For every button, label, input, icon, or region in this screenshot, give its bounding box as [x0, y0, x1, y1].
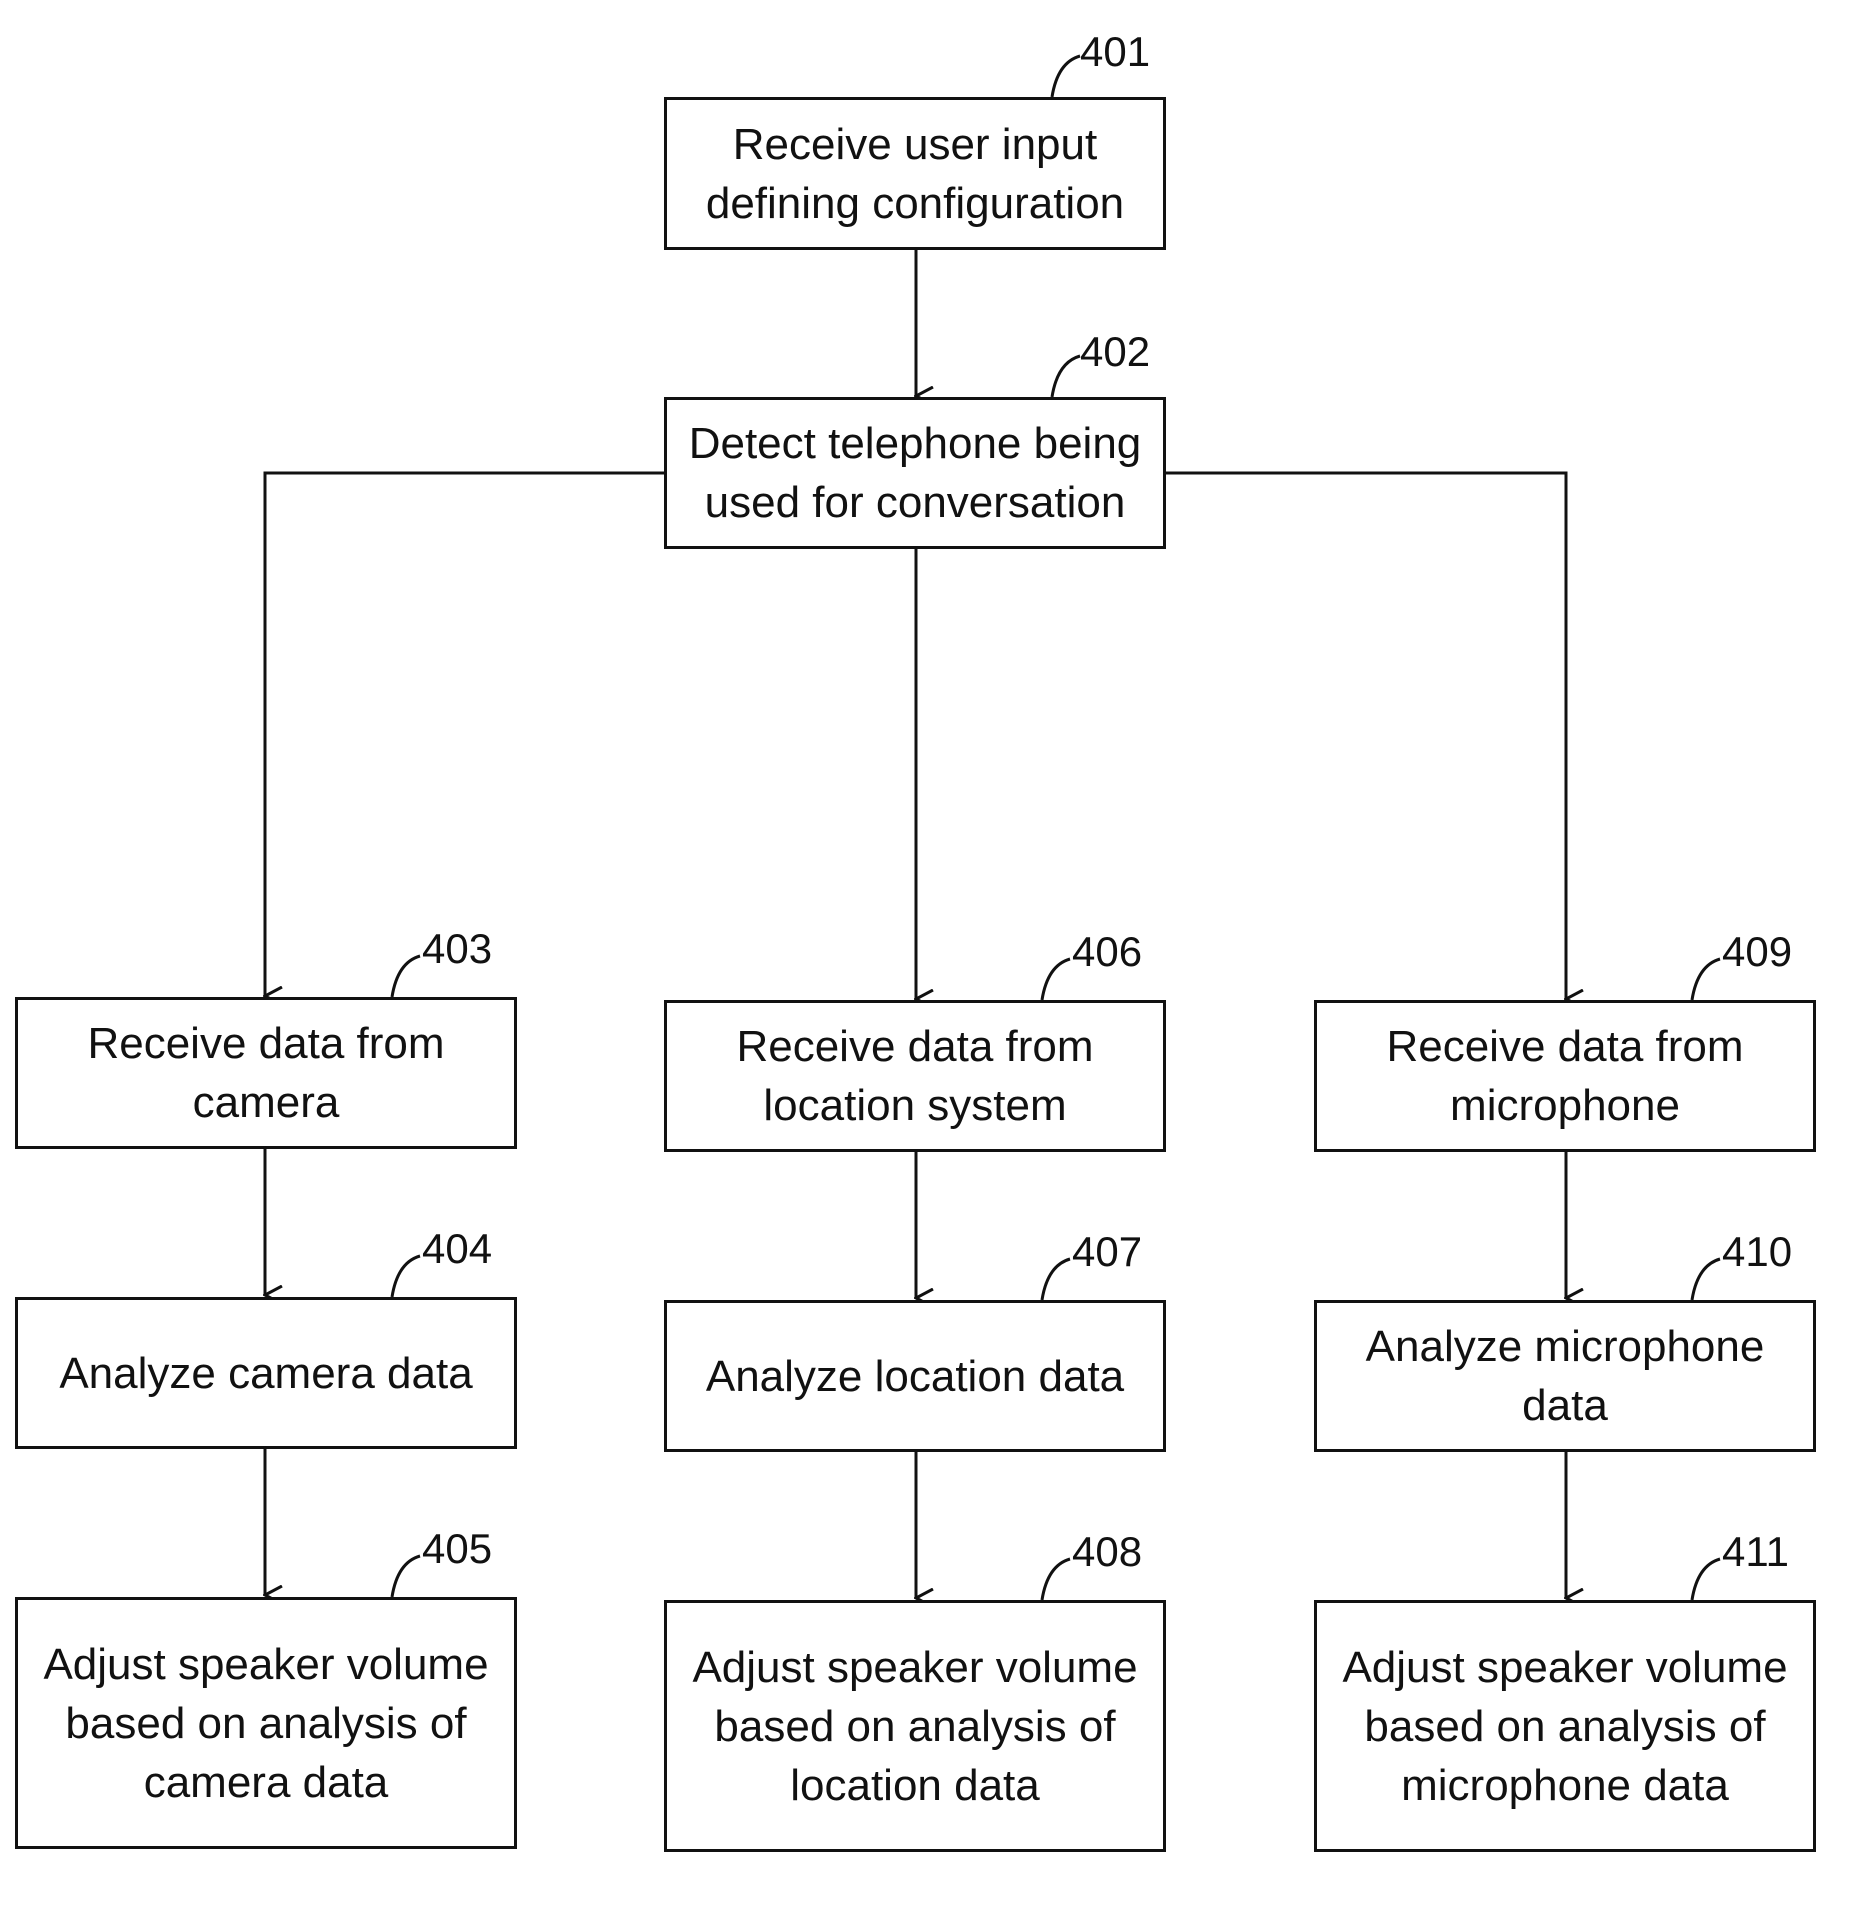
- ref-409: 409: [1722, 930, 1792, 974]
- step-407-box: Analyze location data: [664, 1300, 1166, 1452]
- leader-404: [392, 1256, 420, 1297]
- step-406-box: Receive data from location system: [664, 1000, 1166, 1152]
- step-403-box: Receive data from camera: [15, 997, 517, 1149]
- ref-404: 404: [422, 1227, 492, 1271]
- step-405-box: Adjust speaker volume based on analysis …: [15, 1597, 517, 1849]
- step-404-box: Analyze camera data: [15, 1297, 517, 1449]
- ref-407: 407: [1072, 1230, 1142, 1274]
- arrow-402-403: [265, 473, 664, 996]
- ref-405: 405: [422, 1527, 492, 1571]
- step-411-box: Adjust speaker volume based on analysis …: [1314, 1600, 1816, 1852]
- leader-410: [1692, 1259, 1720, 1300]
- leader-402: [1052, 356, 1080, 397]
- leader-409: [1692, 959, 1720, 1000]
- ref-411: 411: [1722, 1530, 1789, 1574]
- ref-402: 402: [1080, 330, 1150, 374]
- step-401-box: Receive user input defining configuratio…: [664, 97, 1166, 250]
- step-409-box: Receive data from microphone: [1314, 1000, 1816, 1152]
- leader-411: [1692, 1559, 1720, 1600]
- step-410-box: Analyze microphone data: [1314, 1300, 1816, 1452]
- ref-406: 406: [1072, 930, 1142, 974]
- ref-408: 408: [1072, 1530, 1142, 1574]
- ref-403: 403: [422, 927, 492, 971]
- leader-403: [392, 956, 420, 997]
- ref-401: 401: [1080, 30, 1150, 74]
- leader-408: [1042, 1559, 1070, 1600]
- step-402-box: Detect telephone being used for conversa…: [664, 397, 1166, 549]
- leader-405: [392, 1556, 420, 1597]
- arrow-402-409: [1166, 473, 1566, 999]
- leader-406: [1042, 959, 1070, 1000]
- step-408-box: Adjust speaker volume based on analysis …: [664, 1600, 1166, 1852]
- leader-401: [1052, 56, 1080, 97]
- leader-407: [1042, 1259, 1070, 1300]
- ref-410: 410: [1722, 1230, 1792, 1274]
